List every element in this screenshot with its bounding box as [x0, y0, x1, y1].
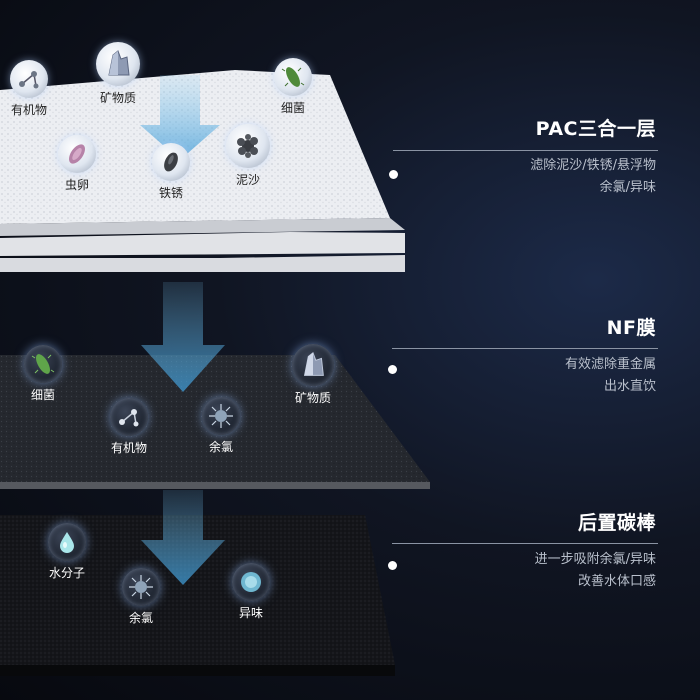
contaminant-organic: 有机物: [110, 398, 148, 456]
crystal-icon: [96, 42, 140, 86]
carbon-layer-edge: [0, 665, 395, 676]
carbon-connector-dot: [388, 561, 397, 570]
water-drop-icon: [48, 523, 86, 561]
pac-layer-title: PAC三合一层: [530, 114, 656, 141]
egg-icon: [58, 135, 96, 173]
crystal-icon: [292, 344, 334, 386]
contaminant-label: 细菌: [24, 386, 62, 403]
contaminant-label: 铁锈: [152, 184, 190, 201]
contaminant-bacteria: 细菌: [24, 345, 62, 403]
contaminant-label: 异味: [232, 604, 270, 621]
contaminant-egg: 虫卵: [58, 135, 96, 193]
pac-sheet-3: [0, 255, 405, 272]
contaminant-label: 矿物质: [292, 389, 334, 406]
chlorine-icon: [122, 568, 160, 606]
contaminant-label: 余氯: [202, 438, 240, 455]
pac-sheet-2: [0, 232, 405, 256]
contaminant-label: 细菌: [274, 99, 312, 116]
contaminant-label: 水分子: [48, 564, 86, 581]
contaminant-label: 矿物质: [96, 89, 140, 106]
contaminant-rust: 铁锈: [152, 143, 190, 201]
contaminant-chlorine: 余氯: [122, 568, 160, 626]
nf-connector-dot: [388, 365, 397, 374]
chlorine-icon: [202, 397, 240, 435]
molecule-icon: [10, 60, 48, 98]
rust-icon: [152, 143, 190, 181]
contaminant-label: 有机物: [110, 439, 148, 456]
nf-layer-title: NF膜: [565, 313, 656, 340]
contaminant-mineral: 矿物质: [96, 42, 140, 106]
molecule-icon: [110, 398, 148, 436]
carbon-layer-desc-2: 改善水体口感: [535, 571, 656, 593]
nf-layer-desc-1: 有效滤除重金属: [565, 354, 656, 376]
carbon-layer-title: 后置碳棒: [535, 508, 656, 535]
contaminant-chlorine: 余氯: [202, 397, 240, 455]
contaminant-sediment: 泥沙: [226, 124, 270, 188]
contaminant-odor: 异味: [232, 563, 270, 621]
nf-layer-edge: [0, 482, 430, 489]
odor-icon: [232, 563, 270, 601]
contaminant-water: 水分子: [48, 523, 86, 581]
pac-layer-desc-2: 余氯/异味: [530, 177, 656, 199]
contaminant-label: 有机物: [10, 101, 48, 118]
pac-connector-dot: [389, 170, 398, 179]
nf-layer-desc-2: 出水直饮: [565, 376, 656, 398]
contaminant-label: 余氯: [122, 609, 160, 626]
bacteria-icon: [274, 58, 312, 96]
contaminant-mineral: 矿物质: [292, 344, 334, 406]
sediment-icon: [226, 124, 270, 168]
bacteria-icon: [24, 345, 62, 383]
pac-label-block: PAC三合一层 滤除泥沙/铁锈/悬浮物 余氯/异味: [530, 114, 656, 199]
pac-layer-desc-1: 滤除泥沙/铁锈/悬浮物: [530, 155, 656, 177]
contaminant-organic: 有机物: [10, 60, 48, 118]
nf-label-block: NF膜 有效滤除重金属 出水直饮: [565, 313, 656, 398]
contaminant-label: 虫卵: [58, 176, 96, 193]
carbon-label-block: 后置碳棒 进一步吸附余氯/异味 改善水体口感: [535, 508, 656, 593]
carbon-layer-desc-1: 进一步吸附余氯/异味: [535, 549, 656, 571]
contaminant-label: 泥沙: [226, 171, 270, 188]
contaminant-bacteria: 细菌: [274, 58, 312, 116]
